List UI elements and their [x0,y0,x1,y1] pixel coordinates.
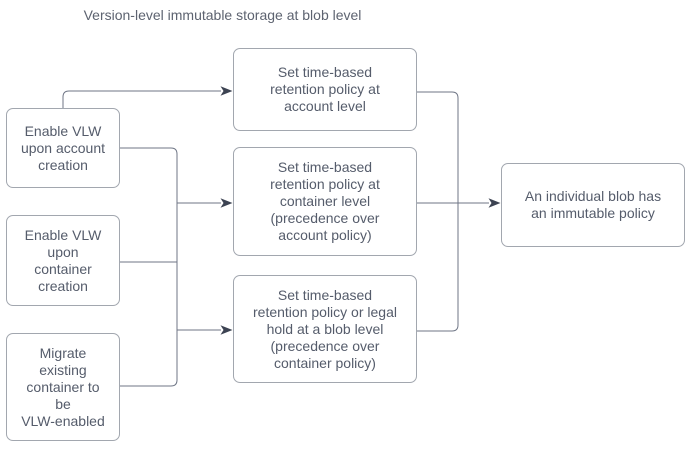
arrowhead-retention-container [220,198,233,208]
edge-right-collector [417,91,459,332]
diagram-title: Version-level immutable storage at blob … [83,7,362,23]
arrowhead-blob-immutable [488,198,501,208]
box-individual-blob-immutable-policy: An individual blob has an immutable poli… [501,163,685,247]
box-retention-policy-blob-level: Set time-based retention policy or legal… [233,275,417,383]
box-migrate-existing-container: Migrate existing container to be VLW-ena… [6,333,120,441]
box-retention-policy-container-level: Set time-based retention policy at conta… [233,147,417,256]
arrowhead-retention-account [220,86,233,96]
box-retention-policy-account-level: Set time-based retention policy at accou… [233,48,417,131]
box-enable-vlw-upon-container-creation: Enable VLW upon container creation [6,215,120,306]
edge-account-to-retention-account [62,90,221,108]
arrowhead-retention-blob [220,325,233,335]
box-enable-vlw-upon-account-creation: Enable VLW upon account creation [6,108,120,188]
edge-left-collector [120,147,178,387]
